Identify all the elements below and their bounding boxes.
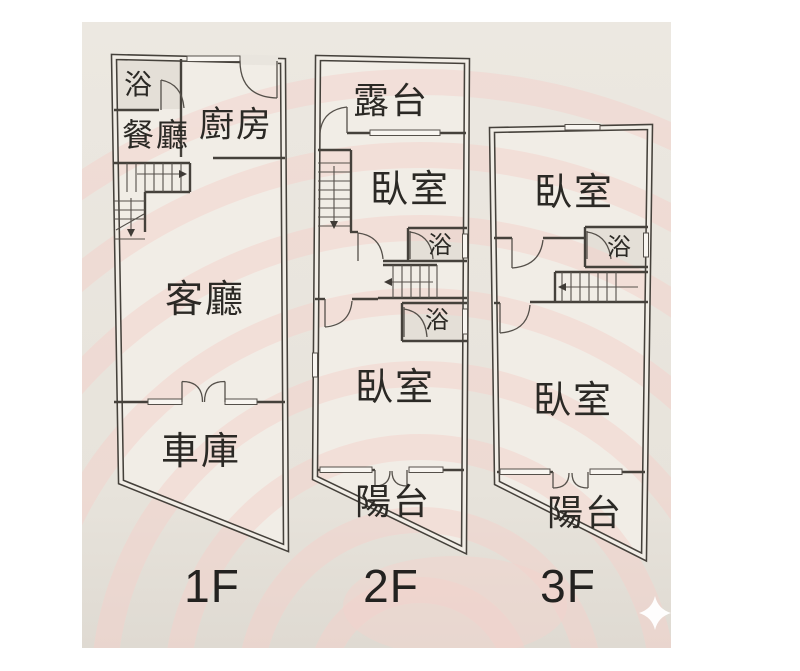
stairs-1f <box>114 163 182 240</box>
floorplan-3f <box>488 123 654 563</box>
window-3f-bath <box>643 232 649 258</box>
stair-arrow-left-2f <box>384 278 392 286</box>
window-2f-balcony-right <box>408 466 444 473</box>
floorplan-1f <box>110 53 290 553</box>
stair-arrow-left-3f <box>558 283 566 291</box>
door-opening-1f-kitchen <box>239 54 279 66</box>
window-1f-garage-left <box>147 398 183 405</box>
doors-3f <box>499 231 612 489</box>
floorplan-2f <box>311 54 471 556</box>
stairs-2f <box>318 162 438 298</box>
window-2f-bath-lower <box>462 308 468 335</box>
window-3f-balcony-right <box>589 468 623 475</box>
stair-arrow-down-1f <box>127 229 135 237</box>
window-1f-top <box>186 55 241 62</box>
window-3f-top <box>564 124 601 131</box>
window-2f-balcony-left <box>319 466 373 473</box>
doors-2f <box>319 106 434 487</box>
stair-arrow-down-2f <box>330 221 338 229</box>
window-2f-bedroom-left <box>312 352 318 378</box>
window-3f-balcony-left <box>499 468 551 475</box>
sparkle-icon <box>639 596 671 630</box>
window-2f-bath-upper <box>462 233 468 259</box>
window-2f-terrace-wall <box>369 129 441 136</box>
doors-1f <box>160 60 278 403</box>
stair-arrow-up-1f <box>179 170 187 178</box>
window-1f-garage-right <box>224 398 258 405</box>
